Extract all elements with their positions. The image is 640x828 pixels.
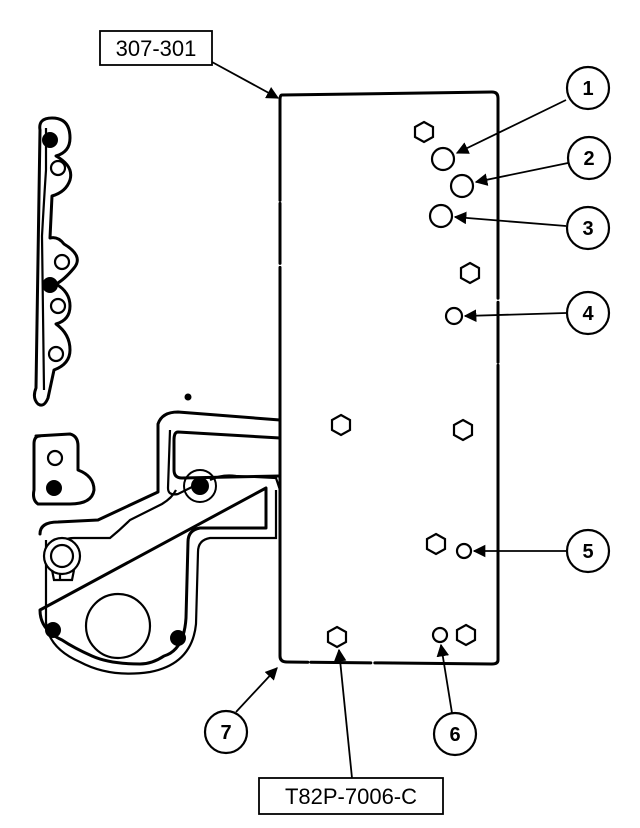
- callout-7-leader: [235, 667, 278, 713]
- stray-mark: [184, 393, 192, 401]
- tool-bottom-leader: [333, 648, 353, 779]
- callout-6: 6: [432, 711, 478, 757]
- tool-label-bottom: T82P-7006-C: [258, 777, 444, 815]
- tool-top-leader: [211, 61, 280, 99]
- callout-1: 1: [565, 65, 611, 111]
- tool-label-top: 307-301: [99, 30, 213, 66]
- callout-4: 4: [565, 290, 611, 336]
- passage-bolt-hole: [191, 477, 209, 495]
- plate-hex-bolt: [425, 532, 447, 556]
- callout-7: 7: [203, 709, 249, 755]
- callout-1-leader: [455, 99, 567, 154]
- tool-label-bottom-text: T82P-7006-C: [285, 784, 417, 809]
- callout-6-leader: [436, 643, 453, 714]
- callout-5-label: 5: [582, 541, 593, 563]
- plate-hex-bolt: [413, 120, 435, 144]
- small-bracket: [32, 432, 96, 506]
- bracket-bolt-hole: [46, 480, 62, 496]
- plate-hole-6: [431, 626, 449, 644]
- passage-gasket: [38, 393, 282, 675]
- plate-hex-bolt: [452, 418, 474, 442]
- callout-3-label: 3: [582, 218, 593, 240]
- gasket-hole: [49, 159, 67, 177]
- bracket-hole: [46, 449, 64, 467]
- gasket-hole: [53, 253, 71, 271]
- plate-hole-3: [428, 203, 454, 229]
- callout-4-label: 4: [582, 303, 594, 325]
- plate-hole-4: [444, 306, 464, 326]
- plate-hex-bolt: [326, 625, 348, 649]
- callout-1-label: 1: [582, 78, 593, 100]
- gasket-strip: [32, 116, 79, 407]
- plate-hole-2: [449, 173, 475, 199]
- callout-2-label: 2: [583, 148, 594, 170]
- callout-3: 3: [565, 205, 611, 251]
- callout-6-label: 6: [449, 724, 460, 746]
- passage-bolt-hole: [170, 630, 186, 646]
- plate-hole-5: [455, 542, 473, 560]
- gasket-hole: [49, 297, 67, 315]
- gasket-bolt-hole: [42, 277, 58, 293]
- passage-boss: [183, 469, 217, 503]
- callout-3-leader: [453, 211, 567, 227]
- plate-hex-bolt: [459, 261, 481, 285]
- callout-5: 5: [565, 528, 611, 574]
- plate-hex-bolt: [330, 413, 352, 437]
- passage-large-bore: [84, 592, 152, 660]
- callout-7-label: 7: [220, 722, 231, 744]
- passage-port-inner: [49, 543, 75, 569]
- callout-2-leader: [474, 162, 569, 186]
- gasket-hole: [47, 345, 65, 363]
- plate-hex-bolt: [455, 623, 477, 647]
- callout-4-leader: [463, 309, 567, 322]
- callout-2: 2: [566, 135, 612, 181]
- gasket-bolt-hole: [42, 132, 58, 148]
- tool-label-top-text: 307-301: [116, 36, 197, 61]
- plate-hole-1: [430, 146, 456, 172]
- passage-bolt-hole: [45, 622, 61, 638]
- separator-plate: [278, 90, 500, 666]
